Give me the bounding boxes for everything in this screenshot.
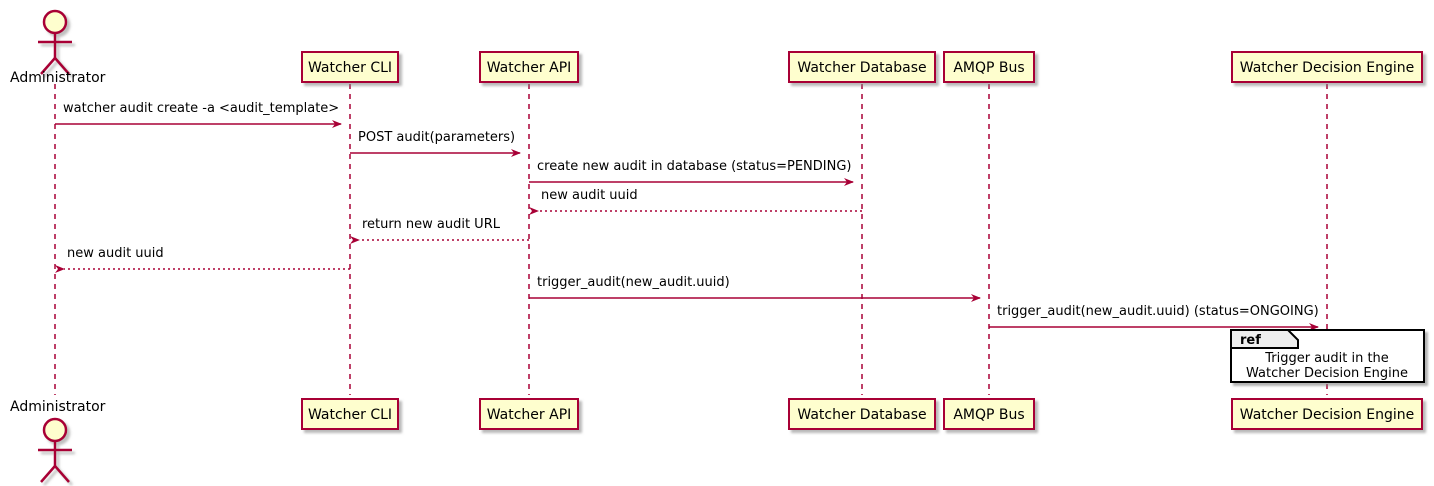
- participant-box-amqp-bus-top[interactable]: AMQP Bus: [943, 51, 1035, 83]
- ref-fragment-tab: [1230, 329, 1299, 349]
- actor-head-icon: [42, 417, 68, 443]
- participant-box-watcher-api-top[interactable]: Watcher API: [479, 51, 579, 83]
- participant-label: AMQP Bus: [953, 60, 1024, 76]
- actor-leg-left-icon: [40, 465, 56, 483]
- actor-label-administrator-top: Administrator: [10, 70, 106, 86]
- message-label: trigger_audit(new_audit.uuid): [537, 275, 730, 290]
- participant-rect: [943, 51, 1035, 83]
- participant-rect: [479, 51, 579, 83]
- message-label: new audit uuid: [541, 188, 638, 203]
- actor-head-icon: [42, 9, 68, 35]
- participant-box-watcher-database-bottom[interactable]: Watcher Database: [788, 398, 936, 430]
- participant-box-watcher-cli-top[interactable]: Watcher CLI: [301, 51, 399, 83]
- message-3: create new audit in database (status=PEN…: [529, 159, 854, 186]
- message-label: watcher audit create -a <audit_template>: [63, 101, 339, 116]
- participant-rect: [788, 398, 936, 430]
- participant-label: Watcher API: [487, 407, 572, 423]
- message-label: trigger_audit(new_audit.uuid) (status=ON…: [997, 304, 1319, 319]
- participant-label: Watcher API: [487, 60, 572, 76]
- actor-leg-left-icon: [40, 57, 56, 75]
- participant-label: AMQP Bus: [953, 407, 1024, 423]
- participant-label: Watcher CLI: [308, 60, 392, 76]
- message-2: POST audit(parameters): [350, 130, 521, 157]
- actor-leg-right-icon: [54, 57, 70, 75]
- actor-leg-right-icon: [54, 465, 70, 483]
- participant-rect: [1231, 398, 1423, 430]
- message-7: trigger_audit(new_audit.uuid): [529, 275, 981, 302]
- participant-rect: [301, 398, 399, 430]
- actor-administrator-bottom[interactable]: [38, 417, 72, 483]
- participant-rect: [301, 51, 399, 83]
- message-5: return new audit URL: [350, 217, 529, 244]
- ref-fragment-body-line-2: Watcher Decision Engine: [1246, 366, 1408, 381]
- participant-box-amqp-bus-bottom[interactable]: AMQP Bus: [943, 398, 1035, 430]
- ref-fragment-body-line-1: Trigger audit in the: [1264, 351, 1389, 366]
- actor-label-administrator-bottom: Administrator: [10, 399, 106, 415]
- message-label: return new audit URL: [362, 217, 501, 232]
- participant-box-watcher-cli-bottom[interactable]: Watcher CLI: [301, 398, 399, 430]
- ref-fragment-rect: [1230, 329, 1425, 383]
- message-label: create new audit in database (status=PEN…: [537, 159, 852, 174]
- participant-rect: [943, 398, 1035, 430]
- lifelines-group: [54, 84, 1328, 395]
- participant-label: Watcher Database: [797, 407, 926, 423]
- participant-label: Watcher Decision Engine: [1240, 60, 1414, 76]
- message-6: new audit uuid: [55, 246, 350, 273]
- participant-rect: [479, 398, 579, 430]
- participant-box-watcher-decision-engine-bottom[interactable]: Watcher Decision Engine: [1231, 398, 1423, 430]
- participant-label: Watcher CLI: [308, 407, 392, 423]
- participant-box-watcher-database-top[interactable]: Watcher Database: [788, 51, 936, 83]
- participant-box-watcher-decision-engine-top[interactable]: Watcher Decision Engine: [1231, 51, 1423, 83]
- participant-rect: [788, 51, 936, 83]
- ref-fragment-tab-label: ref: [1240, 333, 1261, 348]
- ref-fragment-trigger-audit[interactable]: ref Trigger audit in the Watcher Decisio…: [1230, 329, 1425, 383]
- participant-box-watcher-api-bottom[interactable]: Watcher API: [479, 398, 579, 430]
- participant-label: Watcher Decision Engine: [1240, 407, 1414, 423]
- participant-label: Watcher Database: [797, 60, 926, 76]
- participant-rect: [1231, 51, 1423, 83]
- message-1: watcher audit create -a <audit_template>: [55, 101, 342, 128]
- message-label: POST audit(parameters): [358, 130, 515, 145]
- message-label: new audit uuid: [67, 246, 164, 261]
- actor-administrator-top[interactable]: [38, 9, 72, 75]
- message-4: new audit uuid: [529, 188, 862, 215]
- message-8: trigger_audit(new_audit.uuid) (status=ON…: [989, 304, 1319, 331]
